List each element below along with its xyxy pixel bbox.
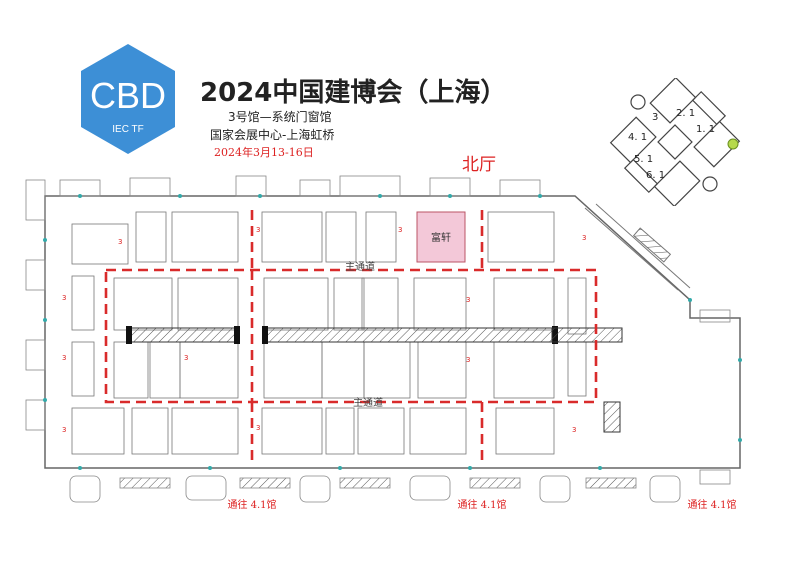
- svg-text:3: 3: [118, 238, 122, 246]
- svg-text:3: 3: [582, 234, 586, 242]
- exit-label-1: 通往 4.1馆: [227, 498, 276, 511]
- svg-text:3: 3: [466, 356, 470, 364]
- svg-text:3: 3: [466, 296, 470, 304]
- page-title: 2024中国建博会（上海）: [200, 78, 507, 108]
- main-aisle-loop: [104, 268, 598, 404]
- svg-text:3: 3: [256, 424, 260, 432]
- aisle-label-bottom: 主通道: [353, 396, 383, 409]
- venue-minimap: 3 2. 1 4. 1 1. 1 5. 1 6. 1: [609, 78, 741, 206]
- logo-text: CBD: [90, 75, 166, 116]
- exit-label-3: 通往 4.1馆: [687, 498, 736, 511]
- venue-name: 国家会展中心-上海虹桥: [210, 128, 335, 142]
- minimap-label-3: 3: [652, 112, 658, 123]
- highlight-booth: [416, 211, 466, 263]
- minimap-label-5-1: 5. 1: [634, 154, 653, 165]
- minimap-label-4-1: 4. 1: [628, 132, 647, 143]
- svg-text:3: 3: [398, 226, 402, 234]
- highlight-booth-label: 富轩: [431, 231, 451, 244]
- cbd-logo: CBD IEC TF: [81, 44, 175, 154]
- svg-text:3: 3: [62, 426, 66, 434]
- exit-label-2: 通往 4.1馆: [457, 498, 506, 511]
- walkway-left: [127, 327, 237, 343]
- minimap-label-2-1: 2. 1: [676, 108, 695, 119]
- svg-text:3: 3: [62, 354, 66, 362]
- hall-outline: [44, 195, 741, 469]
- walkway-right: [263, 327, 555, 343]
- north-hall-label: 北厅: [462, 155, 496, 175]
- svg-text:3: 3: [256, 226, 260, 234]
- hall-name: 3号馆—系统门窗馆: [228, 110, 332, 124]
- svg-text:3: 3: [62, 294, 66, 302]
- svg-text:3: 3: [184, 354, 188, 362]
- aisle-label-top: 主通道: [345, 260, 375, 273]
- svg-text:3: 3: [572, 426, 576, 434]
- logo-subtext: IEC TF: [112, 124, 143, 135]
- minimap-label-6-1: 6. 1: [646, 170, 665, 181]
- minimap-label-1-1: 1. 1: [696, 124, 715, 135]
- event-date: 2024年3月13-16日: [214, 146, 314, 159]
